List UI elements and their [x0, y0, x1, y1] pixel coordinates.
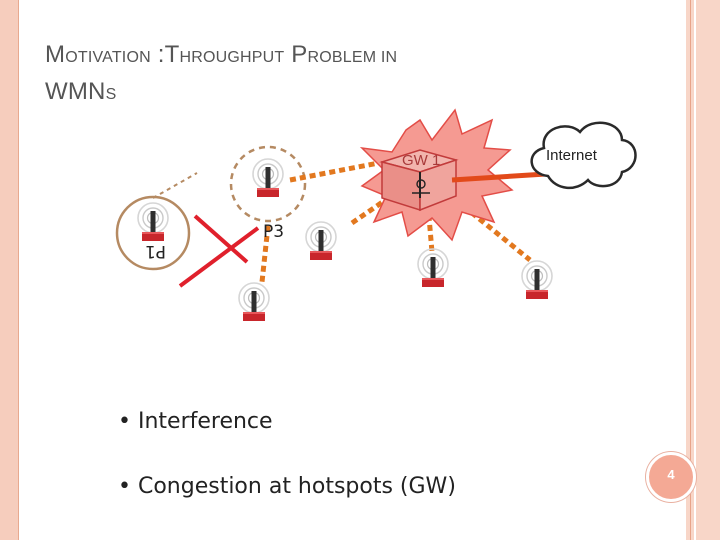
left-border-line	[18, 0, 19, 540]
right-border-gap	[694, 0, 696, 540]
page-number-badge: 4	[646, 452, 696, 502]
right-border-decoration	[686, 0, 720, 540]
node-label-p1: P1	[145, 241, 166, 261]
slide-title: MOTIVATION :THROUGHPUT PROBLEM IN WMNS	[45, 41, 398, 105]
mesh-node-3	[305, 221, 337, 261]
bullet-congestion: • Congestion at hotspots (GW)	[118, 474, 456, 499]
gateway-internet-link	[451, 171, 547, 183]
page-number: 4	[667, 467, 675, 482]
bullet-interference: • Interference	[118, 409, 273, 434]
interference-line-1	[193, 214, 249, 264]
p3-range-circle	[229, 145, 307, 223]
gateway-router-icon	[379, 149, 459, 212]
interference-line-2	[178, 226, 260, 288]
right-border-line	[690, 0, 691, 540]
link-p1-p3	[152, 172, 198, 199]
internet-label: Internet	[546, 147, 598, 164]
internet-cloud-icon	[530, 121, 637, 189]
link-gw-node5	[425, 204, 435, 253]
mesh-node-6	[521, 260, 553, 300]
mesh-node-p1	[137, 202, 169, 242]
mesh-node-p3	[252, 158, 284, 198]
left-border-decoration	[0, 0, 18, 540]
gateway-label: GW 1	[402, 152, 440, 169]
mesh-node-4	[238, 282, 270, 322]
mesh-node-5	[417, 248, 449, 288]
node-label-p3: P3	[263, 222, 284, 242]
